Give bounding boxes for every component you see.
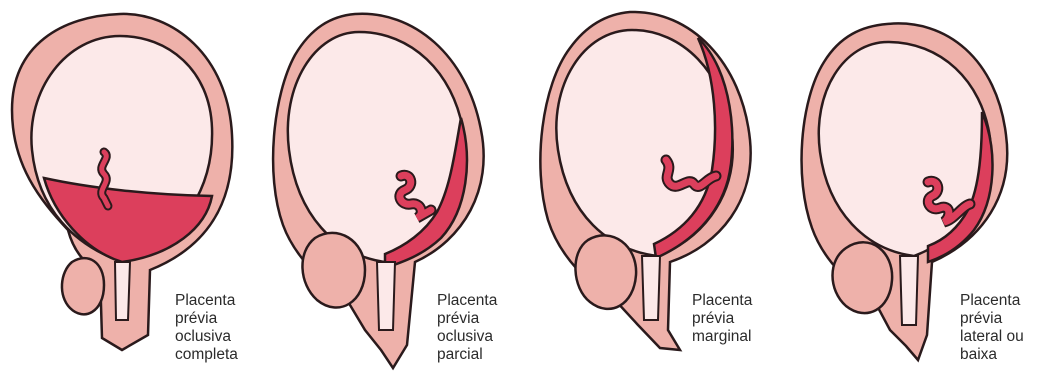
caption-line: completa bbox=[175, 346, 238, 364]
caption-lateral: Placenta prévia lateral ou baixa bbox=[960, 292, 1024, 364]
caption-line: lateral ou bbox=[960, 328, 1024, 346]
caption-line: Placenta bbox=[437, 292, 497, 310]
cervix bbox=[900, 256, 918, 325]
caption-line: marginal bbox=[692, 328, 752, 346]
cervix bbox=[377, 262, 395, 330]
caption-line: prévia bbox=[692, 310, 752, 328]
caption-line: prévia bbox=[437, 310, 497, 328]
caption-line: oclusiva bbox=[437, 328, 497, 346]
cervix bbox=[642, 256, 660, 320]
bladder bbox=[575, 235, 636, 308]
caption-line: Placenta bbox=[175, 292, 238, 310]
caption-line: parcial bbox=[437, 346, 497, 364]
caption-parcial: Placenta prévia oclusiva parcial bbox=[437, 292, 497, 364]
caption-line: prévia bbox=[175, 310, 238, 328]
caption-line: Placenta bbox=[960, 292, 1024, 310]
caption-line: oclusiva bbox=[175, 328, 238, 346]
caption-line: baixa bbox=[960, 346, 1024, 364]
bladder bbox=[833, 242, 893, 313]
caption-line: prévia bbox=[960, 310, 1024, 328]
caption-marginal: Placenta prévia marginal bbox=[692, 292, 752, 346]
bladder bbox=[62, 258, 104, 314]
cervix bbox=[115, 262, 130, 320]
caption-completa: Placenta prévia oclusiva completa bbox=[175, 292, 238, 364]
caption-line: Placenta bbox=[692, 292, 752, 310]
bladder bbox=[302, 233, 365, 308]
